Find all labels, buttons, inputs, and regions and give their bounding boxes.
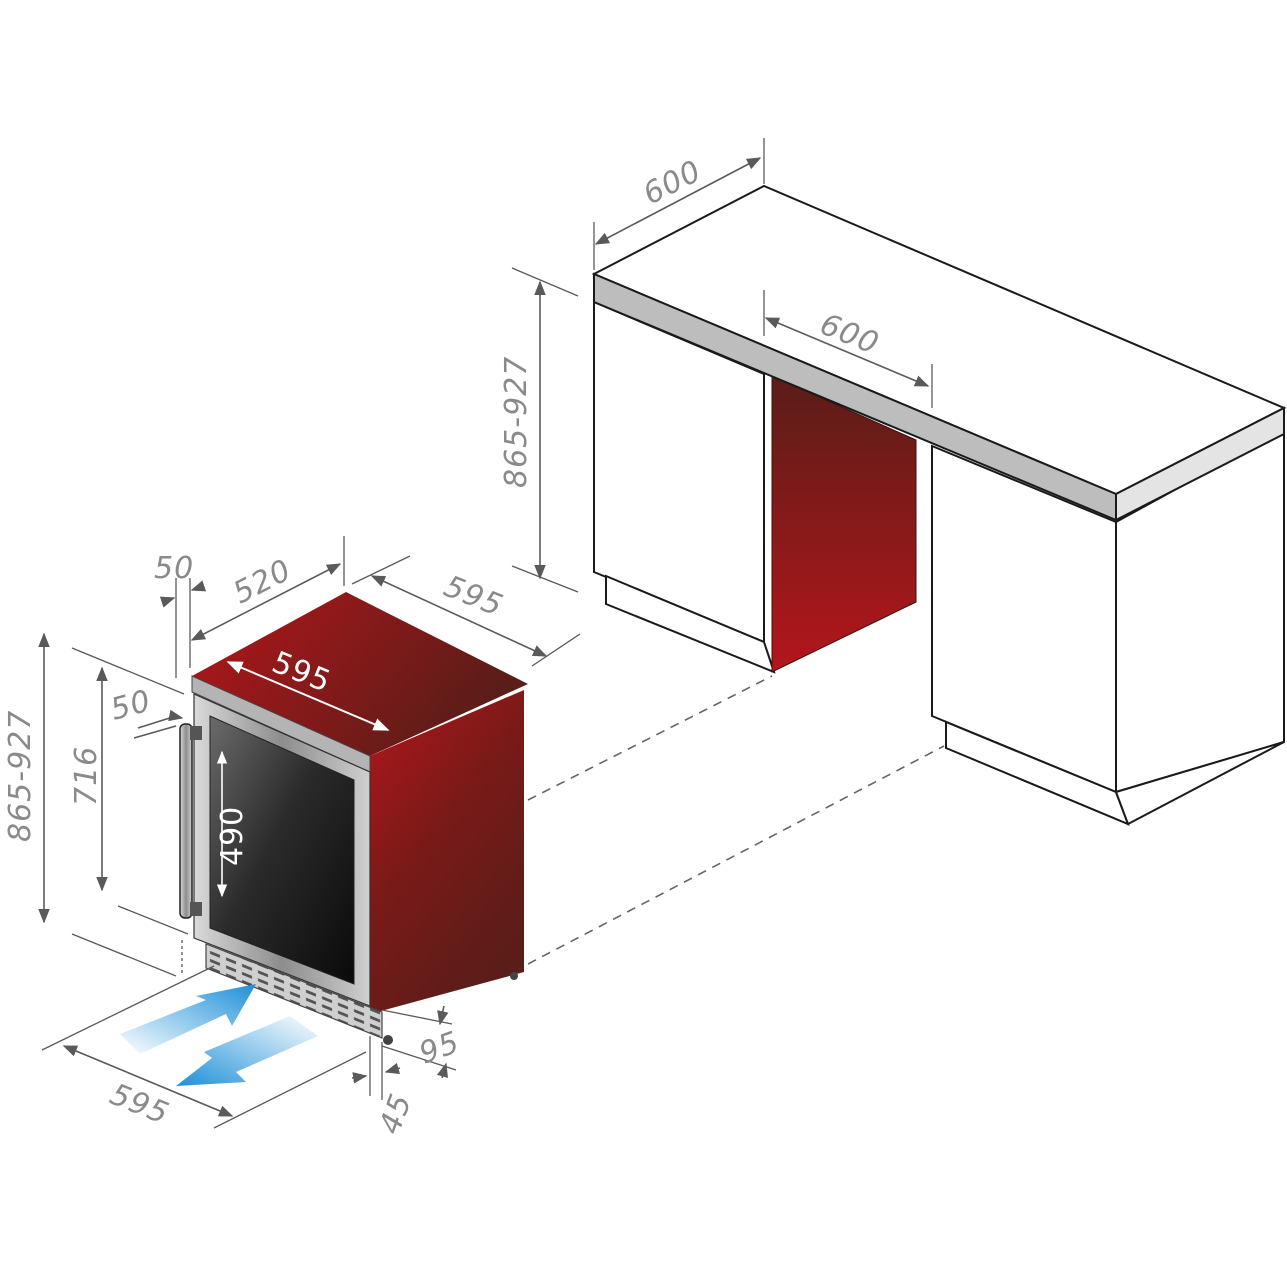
cabinet-side (370, 690, 524, 1014)
guide-line-top (527, 675, 773, 801)
cabinet-body-height-label: 716 (69, 746, 104, 806)
countertop-side-edge (1115, 406, 1285, 522)
cabinet-depth-520-label: 520 (228, 553, 298, 612)
top-width-arrow (226, 661, 390, 731)
dim-cabinet-body-height: 716 (69, 666, 189, 976)
dim-cabinet-height-range: 865-927 (3, 632, 185, 977)
top-offset-label: 50 (154, 551, 194, 586)
base-width-label: 595 (105, 1077, 174, 1132)
arrow-in-icon (120, 984, 256, 1054)
kitchen-counter (591, 184, 1287, 826)
ventilation-grille (205, 943, 383, 1039)
dim-base-gap-45: 45 (351, 1036, 420, 1139)
door-handle[interactable] (179, 723, 193, 919)
counter-height-label: 865-927 (499, 356, 534, 488)
guide-line-bottom (527, 745, 945, 965)
right-plinth-side (1114, 741, 1285, 826)
cabinet-foot-rear (510, 972, 518, 980)
dim-top-offset: 50 (154, 551, 207, 678)
wine-cabinet: 490 595 (179, 592, 528, 1045)
handle-mount-bottom (190, 902, 202, 916)
cabinet-side-depth-label: 595 (439, 569, 508, 624)
base-gap-45-label: 45 (373, 1089, 420, 1139)
door-glass (209, 715, 355, 985)
dim-counter-height: 865-927 (499, 267, 579, 593)
dim-door-offset: 50 (107, 684, 184, 739)
cabinet-height-range-label: 865-927 (3, 710, 38, 842)
left-plinth (605, 574, 776, 674)
door-offset-label: 50 (107, 684, 155, 728)
dim-base-depth-95: 95 (381, 1005, 465, 1079)
glass-height-label: 490 (215, 806, 250, 866)
appliance-niche (771, 375, 917, 673)
base-depth-95-label: 95 (415, 1025, 465, 1072)
handle-mount-top (190, 726, 202, 740)
cabinet-foot (383, 1035, 393, 1045)
